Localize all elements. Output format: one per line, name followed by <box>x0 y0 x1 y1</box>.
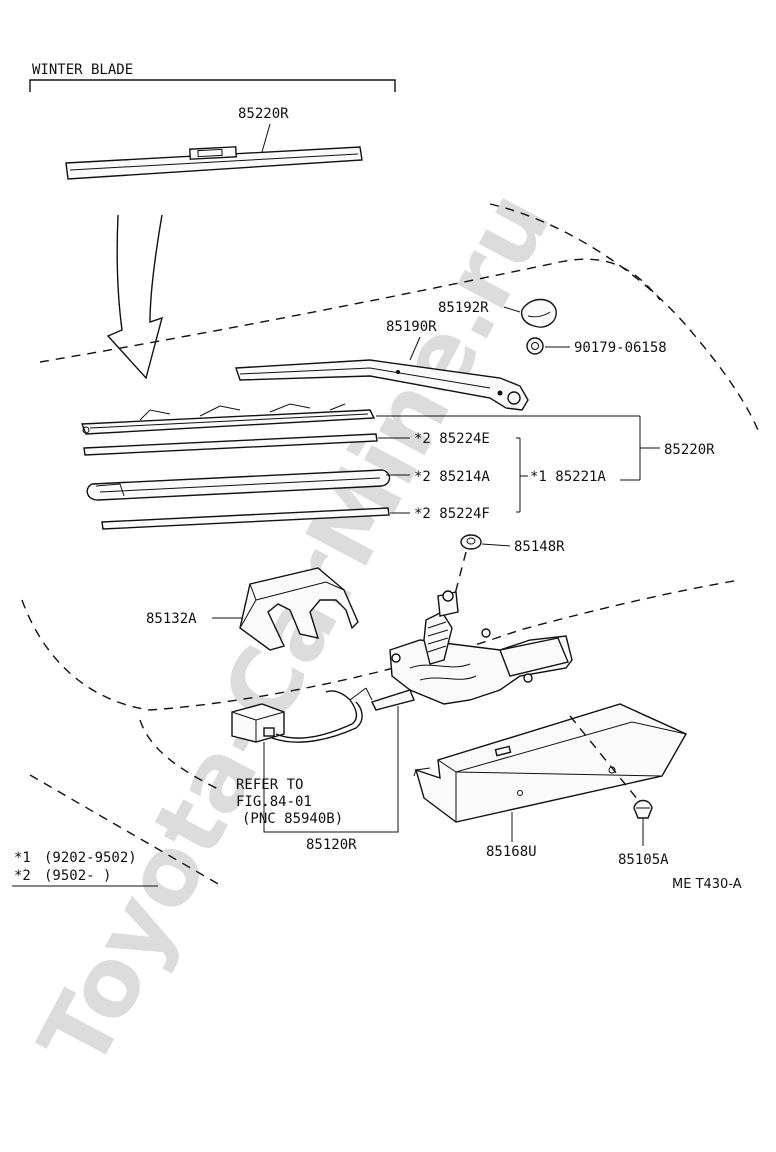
direction-arrow <box>106 214 164 380</box>
label-85192R: 85192R <box>438 300 489 316</box>
label-85214A: *2 85214A <box>414 469 490 485</box>
refer-text-line2: FIG.84-01 <box>236 794 312 810</box>
part-85192R-cap <box>520 298 557 328</box>
label-85224F: *2 85224F <box>414 506 490 522</box>
part-85190R-arm <box>235 359 529 411</box>
label-85120R: 85120R <box>306 837 357 853</box>
label-85221A: *1 85221A <box>530 469 606 485</box>
winter-blade-label: WINTER BLADE <box>32 62 133 78</box>
part-85148R-grommet <box>460 534 482 550</box>
winter-blade-bracket <box>29 79 396 92</box>
label-85148R: 85148R <box>514 539 565 555</box>
part-connector <box>231 687 367 743</box>
winter-blade <box>65 146 363 180</box>
part-90179-nut <box>526 337 544 355</box>
legend-mark-2: *2 <box>14 868 31 884</box>
label-85168U: 85168U <box>486 844 537 860</box>
part-85168U-tray <box>413 703 687 823</box>
refer-text-line3: (PNC 85940B) <box>242 811 343 827</box>
part-85214A-rubber <box>86 469 391 501</box>
part-85224E-strip <box>83 433 378 456</box>
refer-text-line1: REFER TO <box>236 777 303 793</box>
legend-range-2: (9502- ) <box>44 868 111 884</box>
label-90179-06158: 90179-06158 <box>574 340 667 356</box>
label-85220R-blade: 85220R <box>664 442 715 458</box>
legend-range-1: (9202-9502) <box>44 850 137 866</box>
part-85120R-motor <box>365 590 573 711</box>
label-85105A: 85105A <box>618 852 669 868</box>
part-blade-assembly <box>80 403 376 435</box>
figure-ref: ME T430-A <box>672 877 742 892</box>
vehicle-outline <box>489 203 759 431</box>
legend-mark-1: *1 <box>14 850 31 866</box>
part-85132A-cover <box>239 567 359 651</box>
label-85220R-winter: 85220R <box>238 106 289 122</box>
label-85224E: *2 85224E <box>414 431 490 447</box>
part-85224F-strip <box>101 507 390 530</box>
part-85105A-clip <box>633 799 653 819</box>
label-85132A: 85132A <box>146 611 197 627</box>
label-85190R: 85190R <box>386 319 437 335</box>
